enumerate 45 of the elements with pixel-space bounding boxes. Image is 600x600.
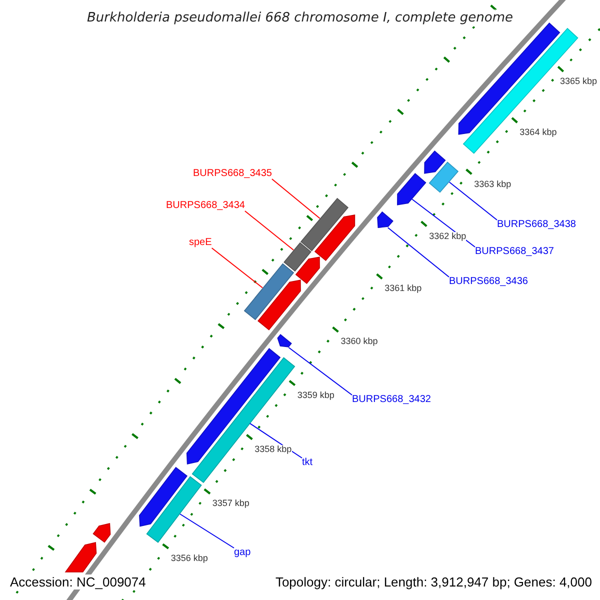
gene-block <box>92 522 111 543</box>
leader-line <box>211 248 263 288</box>
gene-bar <box>462 28 578 154</box>
footer-text: Topology: circular; Length: 3,912,947 bp; Genes: 4,000 <box>273 574 594 590</box>
gene-label: tkt <box>302 458 313 468</box>
tick-label: 3362 kbp <box>429 232 466 241</box>
leader-line <box>387 227 450 278</box>
tick-label: 3363 kbp <box>474 180 512 189</box>
gene-block <box>377 211 394 228</box>
gene-block <box>424 150 446 174</box>
gene-bar <box>244 263 294 320</box>
gene-bar <box>192 357 296 484</box>
gene-block <box>64 542 97 572</box>
leader-line <box>448 182 498 220</box>
gene-bar <box>428 162 459 193</box>
gene-label: BURPS668_3437 <box>475 247 554 257</box>
gene-block <box>258 280 301 330</box>
tick-label: 3356 kbp <box>170 554 208 564</box>
leader-line <box>288 346 352 396</box>
tick-label: 3361 kbp <box>384 284 422 294</box>
gene-label: gap <box>234 548 251 558</box>
gene-bar <box>284 242 312 272</box>
gene-block <box>397 172 426 206</box>
tick-label: 3365 kbp <box>560 77 597 86</box>
footer-text: Accession: NC_009074 <box>8 574 148 590</box>
leader-line <box>271 178 320 219</box>
gene-bar <box>300 198 349 252</box>
tick-label: 3358 kbp <box>254 444 292 454</box>
tick-label: 3360 kbp <box>340 337 378 346</box>
gene-label: BURPS668_3432 <box>352 395 431 405</box>
gene-label: speE <box>189 238 212 248</box>
gene-block <box>314 214 356 262</box>
gene-bar <box>146 476 202 543</box>
gene-block <box>277 334 292 348</box>
gene-block <box>295 256 320 284</box>
gene-block <box>139 466 188 527</box>
gene-label: BURPS668_3435 <box>193 169 272 179</box>
tick-label: 3357 kbp <box>212 499 250 508</box>
gene-label: BURPS668_3438 <box>497 220 576 230</box>
tick-label: 3359 kbp <box>297 390 334 400</box>
leader-line <box>179 514 234 548</box>
gene-label: BURPS668_3434 <box>166 201 245 211</box>
tick-label: 3364 kbp <box>520 128 557 138</box>
gene-label: BURPS668_3436 <box>449 277 528 287</box>
leader-line <box>244 210 294 251</box>
